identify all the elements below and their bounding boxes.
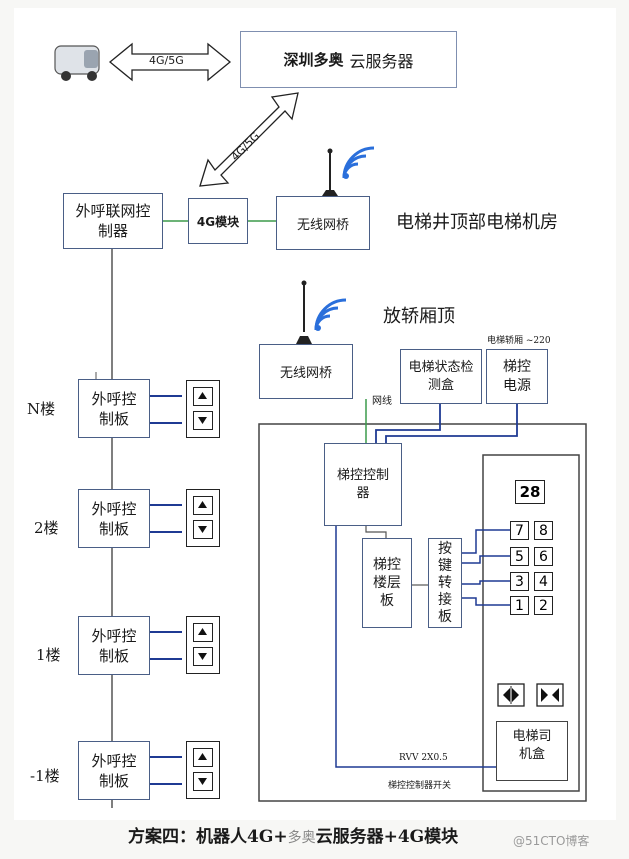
up-button[interactable] xyxy=(193,387,213,406)
floor-label-minus1: -1楼 xyxy=(30,767,60,785)
up-button[interactable] xyxy=(193,496,213,515)
car-top-frame xyxy=(258,423,587,802)
antenna-icon xyxy=(322,148,338,196)
driver-box: 电梯司机盒 xyxy=(496,721,568,781)
robot-icon xyxy=(54,45,100,81)
robot-link-label: 4G/5G xyxy=(149,54,184,67)
lift-controller-box: 梯控控制器 xyxy=(324,443,402,526)
outcall-board-2: 外呼控制板 xyxy=(78,489,150,548)
down-button[interactable] xyxy=(193,772,213,791)
wifi-icon xyxy=(314,298,347,331)
floor-key-7[interactable]: 7 xyxy=(510,521,529,540)
wireless-bridge-room: 无线网桥 xyxy=(276,196,370,250)
floor-key-8[interactable]: 8 xyxy=(534,521,553,540)
floor-board-box: 梯控楼层板 xyxy=(362,538,412,628)
outcall-board-minus1: 外呼控制板 xyxy=(78,741,150,800)
floor-key-2[interactable]: 2 xyxy=(534,596,553,615)
cloud-server-label: 云服务器 xyxy=(349,51,414,71)
floor-wires xyxy=(150,395,182,785)
outcall-board-1: 外呼控制板 xyxy=(78,616,150,675)
down-button[interactable] xyxy=(193,520,213,539)
door-open-icon xyxy=(497,683,525,707)
call-buttons-1 xyxy=(186,616,220,674)
key-wires xyxy=(462,529,510,606)
lift-power-box: 梯控电源 xyxy=(486,349,548,404)
up-button[interactable] xyxy=(193,748,213,767)
outcall-network-controller: 外呼联网控制器 xyxy=(63,193,163,249)
down-button[interactable] xyxy=(193,411,213,430)
call-buttons-minus1 xyxy=(186,741,220,799)
floor-key-1[interactable]: 1 xyxy=(510,596,529,615)
car-top-title: 放轿厢顶 xyxy=(383,306,455,327)
key-adapter-box: 按键转接板 xyxy=(428,538,462,628)
antenna-icon xyxy=(296,280,312,344)
module-cloud-arrow xyxy=(199,92,299,187)
floor-key-5[interactable]: 5 xyxy=(510,547,529,566)
caption-brand: 多奥 xyxy=(287,830,316,846)
floor-label-2: 2楼 xyxy=(34,519,59,537)
cloud-server-brand: 深圳多奥 xyxy=(283,51,344,69)
down-button[interactable] xyxy=(193,647,213,666)
car-panel-frame xyxy=(482,454,580,792)
wifi-icon xyxy=(342,146,375,179)
up-button[interactable] xyxy=(193,623,213,642)
call-buttons-2 xyxy=(186,489,220,547)
outcall-board-n: 外呼控制板 xyxy=(78,379,150,438)
module-4g-box: 4G模块 xyxy=(188,198,248,244)
cloud-server-box: 深圳多奥 云服务器 xyxy=(240,31,457,88)
floor-key-4[interactable]: 4 xyxy=(534,572,553,591)
floor-label-1: 1楼 xyxy=(36,646,61,664)
floor-key-6[interactable]: 6 xyxy=(534,547,553,566)
caption-suffix: 云服务器+4G模块 xyxy=(315,827,459,847)
switch-label: 梯控控制器开关 xyxy=(388,781,452,791)
door-close-icon xyxy=(536,683,564,707)
floor-key-3[interactable]: 3 xyxy=(510,572,529,591)
diagram-caption: 方案四：机器人4G+多奥云服务器+4G模块 xyxy=(128,822,458,847)
floor-label-n: N楼 xyxy=(27,400,56,418)
robot-cloud-arrow xyxy=(108,42,232,82)
wireless-bridge-car: 无线网桥 xyxy=(259,344,353,399)
floor-display: 28 xyxy=(515,480,545,504)
call-buttons-n xyxy=(186,380,220,438)
power-note: 电梯轿厢 ~220 xyxy=(487,336,551,346)
net-wire-label: 网线 xyxy=(372,396,392,407)
watermark: @51CTO博客 xyxy=(513,834,590,848)
machine-room-title: 电梯井顶部电梯机房 xyxy=(396,212,558,233)
cable-label: RVV 2X0.5 xyxy=(399,753,448,763)
caption-prefix: 方案四：机器人4G+ xyxy=(128,827,288,847)
elevator-status-box: 电梯状态检测盒 xyxy=(400,349,482,404)
